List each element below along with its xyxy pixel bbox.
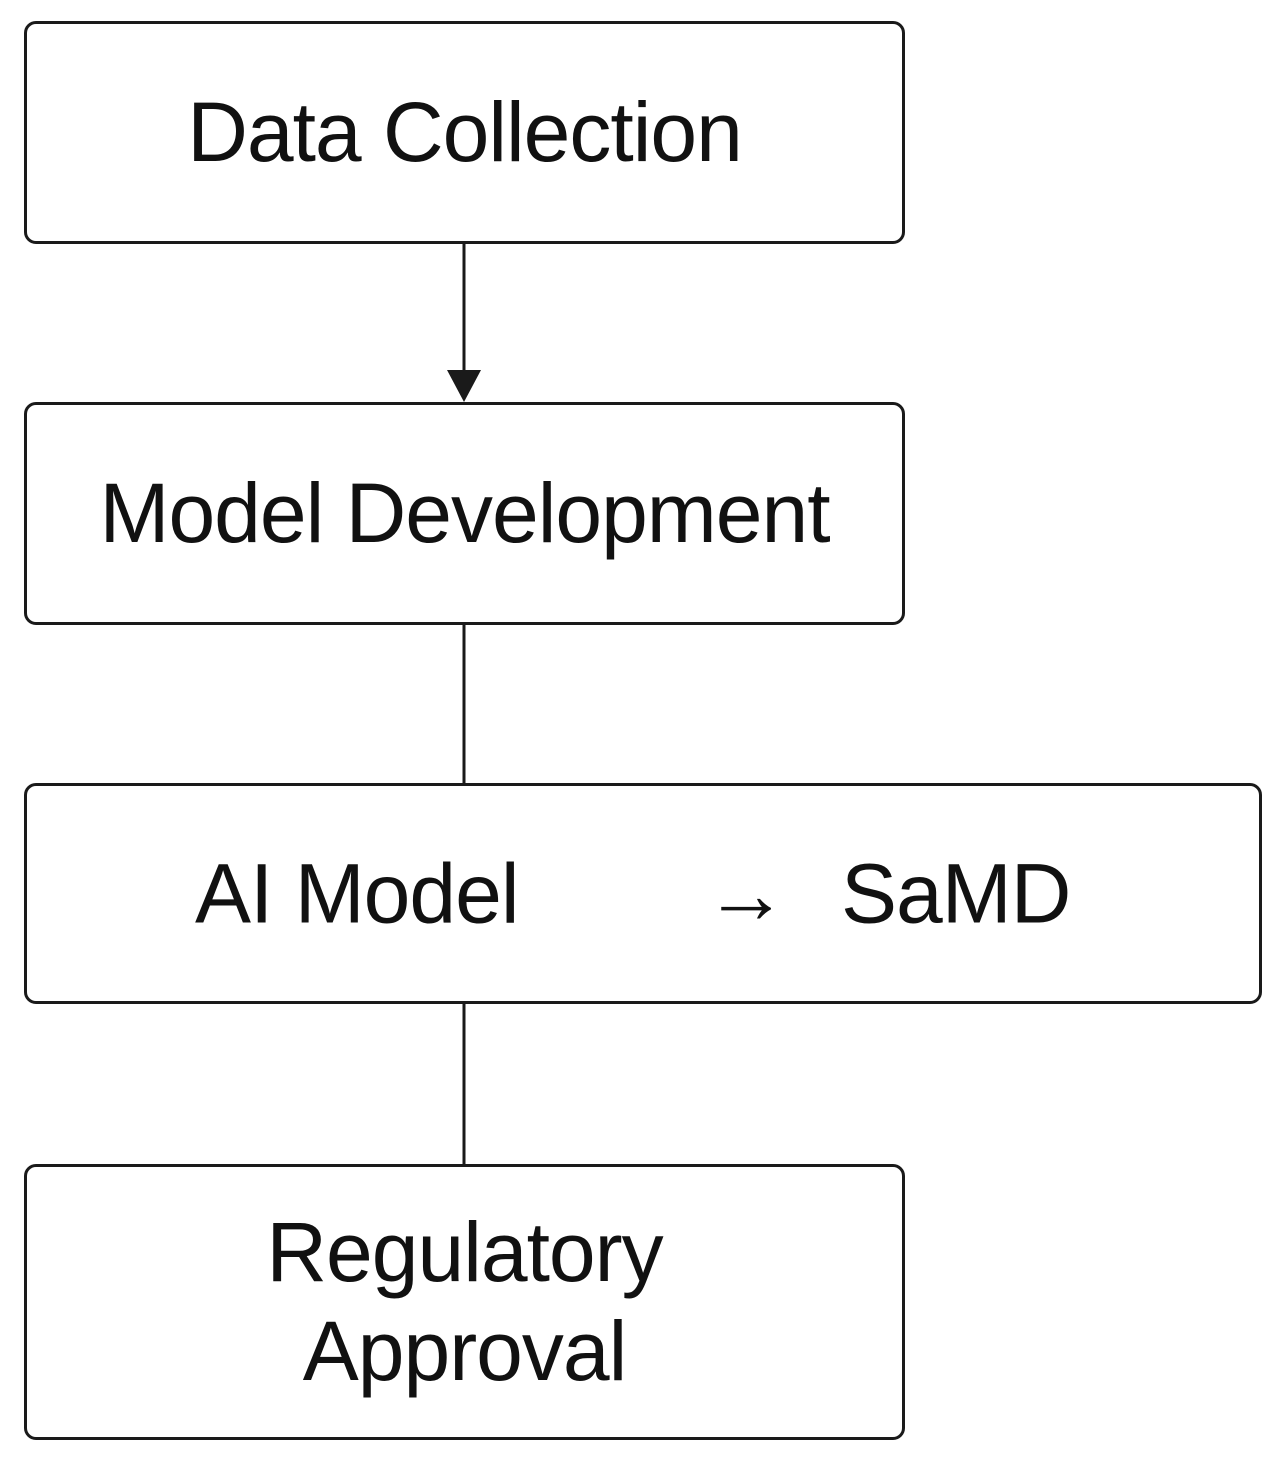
node-model-development: Model Development xyxy=(24,402,905,625)
samd-label: SaMD xyxy=(841,845,1071,940)
right-arrow-icon: → xyxy=(704,846,788,940)
ai-samd-row: AI Model → SaMD xyxy=(27,786,1259,1001)
node-label: Regulatory Approval xyxy=(266,1204,663,1398)
ai-model-label: AI Model xyxy=(195,845,519,940)
node-label: Model Development xyxy=(99,465,830,560)
node-regulatory-approval: Regulatory Approval xyxy=(24,1164,905,1440)
arrowhead-icon xyxy=(447,370,481,402)
node-ai-model-to-samd: AI Model → SaMD xyxy=(24,783,1262,1004)
node-data-collection: Data Collection xyxy=(24,21,905,244)
node-label: Data Collection xyxy=(187,84,743,179)
